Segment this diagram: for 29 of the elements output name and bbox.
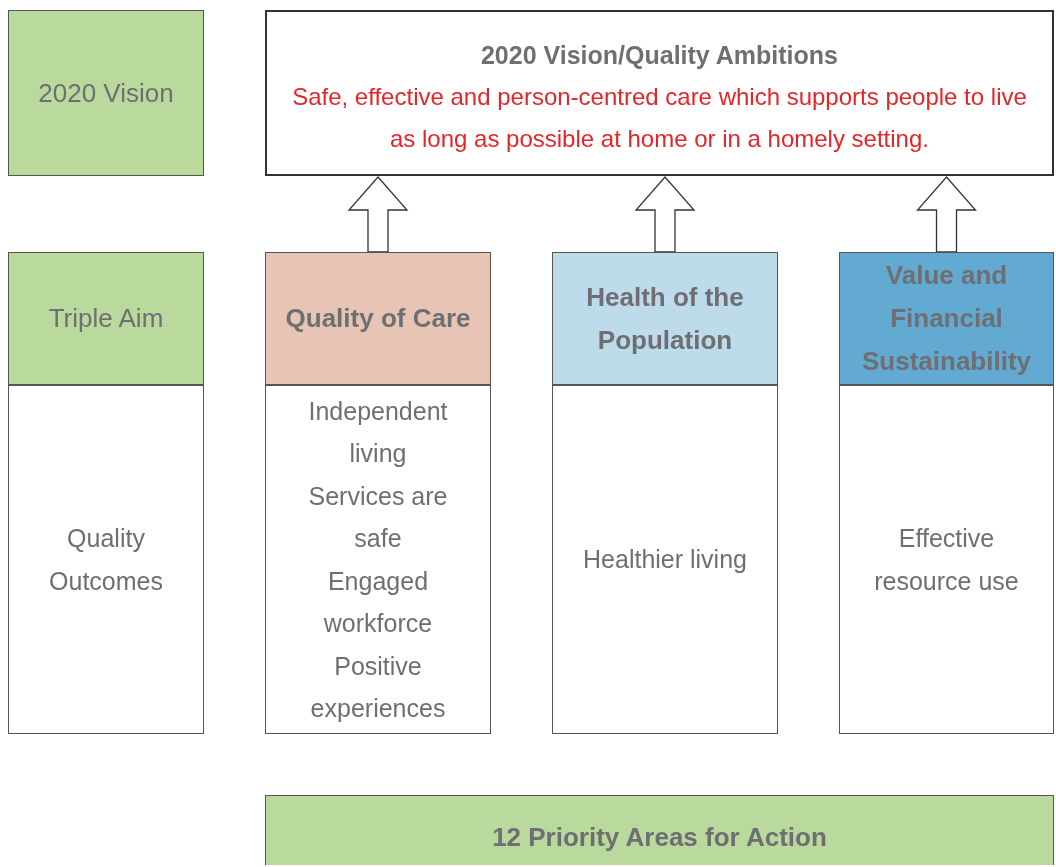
outcome-box (552, 385, 778, 734)
row-label-box (8, 252, 204, 385)
block-arrow (916, 176, 977, 253)
outcome-text: Healthier living (582, 544, 748, 575)
outcome-text: Services are safe (307, 481, 449, 555)
outcome-box (265, 385, 491, 734)
outcome-text: Engaged workforce (322, 565, 434, 639)
aim-box (265, 252, 491, 385)
aim-box (552, 252, 778, 385)
outcome-text: Effective resource use (873, 522, 1020, 597)
row-label: Triple Aim (47, 302, 165, 335)
outcome-text: Independent living (307, 396, 449, 470)
block-arrow (347, 176, 409, 253)
priority-box (265, 795, 1054, 865)
priority-heading: 12 Priority Areas for Action (491, 821, 828, 854)
outcome-box (839, 385, 1054, 734)
row-label: 2020 Vision (37, 76, 175, 110)
outcome-text: Positive experiences (309, 650, 447, 724)
aim-heading: Value and Financial Sustainability (860, 259, 1032, 378)
vision-heading: 2020 Vision/Quality Ambitions (480, 40, 838, 71)
row-label-box (8, 10, 204, 176)
aim-box (839, 252, 1054, 385)
aim-heading: Health of the Population (585, 280, 745, 357)
aim-heading: Quality of Care (284, 302, 472, 335)
outcome-box (8, 385, 204, 734)
outcome-text: Quality Outcomes (48, 522, 164, 597)
vision-box (265, 10, 1054, 176)
block-arrow (634, 176, 696, 253)
vision-statement: Safe, effective and person-centred care which supports people to live as long as possible at home or in a homely setting. (291, 82, 1028, 154)
